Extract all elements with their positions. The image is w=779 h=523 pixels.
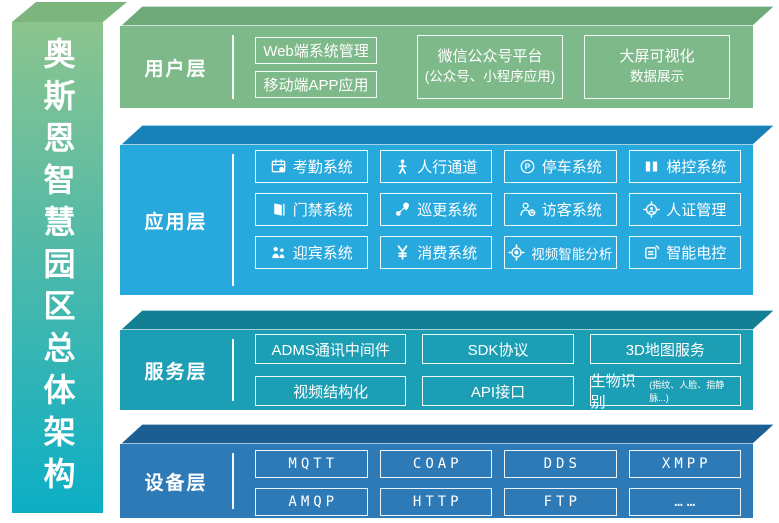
box-web-system: Web端系统管理 [255,36,377,64]
box-3d-map-service: 3D地图服务 [589,334,741,364]
box-protocol-dds: DDS [504,450,617,478]
box-protocol-coap: COAP [379,450,492,478]
label-divider [232,339,234,401]
layer-device-top-face [120,424,775,444]
box-video-analysis: 视频智能分析 [504,236,617,269]
svg-text:P: P [524,162,530,172]
box-id-verification: 人证管理 [628,193,741,226]
visitor-icon [520,202,536,217]
box-biometric-recognition: 生物识别 (指纹、人脸、指静脉...) [589,373,741,411]
box-attendance-system: 考勤系统 [255,150,368,183]
diagram-title: 奥斯恩智慧园区总体架构 [39,36,76,499]
box-access-control: 门禁系统 [255,193,368,226]
box-protocol-xmpp: XMPP [628,450,741,478]
layer-user-label: 用户层 [144,58,208,80]
box-welcome-system: 迎宾系统 [255,236,368,269]
yen-icon [397,245,408,260]
layer-service-top-face [120,310,775,330]
box-pedestrian-channel: 人行通道 [379,150,492,183]
smart-power-icon [645,245,660,259]
box-protocol-ftp: FTP [504,488,617,516]
patrol-route-icon [396,202,410,216]
box-video-structuring: 视频结构化 [255,376,407,406]
box-protocol-more: …… [628,488,741,516]
box-protocol-mqtt: MQTT [255,450,368,478]
box-protocol-http: HTTP [379,488,492,516]
sidebar-pillar: 奥斯恩智慧园区总体架构 [12,22,103,513]
attendance-calendar-icon [271,159,286,173]
welcome-people-icon [272,247,285,259]
box-parking-system: P 停车系统 [504,150,617,183]
layer-service-label: 服务层 [144,361,208,383]
box-big-screen: 大屏可视化 数据展示 [584,35,730,99]
label-divider [232,154,234,286]
video-focus-icon [508,244,525,261]
layer-application-top-face [120,125,775,145]
box-patrol-system: 巡更系统 [379,193,492,226]
access-door-icon [273,203,285,216]
box-sdk-protocol: SDK协议 [422,334,574,364]
box-elevator-control: 梯控系统 [628,150,741,183]
label-divider [232,453,234,509]
pillar-top-face [12,2,127,22]
box-wechat-platform: 微信公众号平台 (公众号、小程序应用) [417,35,563,99]
box-adms-middleware: ADMS通讯中间件 [255,334,407,364]
layer-application-label: 应用层 [144,211,208,233]
box-mobile-app: 移动端APP应用 [255,70,377,98]
parking-icon: P [520,159,535,174]
label-divider [232,35,234,99]
elevator-icon [646,161,658,172]
box-protocol-amqp: AMQP [255,488,368,516]
box-smart-power-control: 智能电控 [628,236,741,269]
layer-user-top-face [120,6,775,26]
box-api-interface: API接口 [422,376,574,406]
box-visitor-system: 访客系统 [504,193,617,226]
pedestrian-icon [398,159,407,174]
layer-device-label: 设备层 [144,472,208,494]
box-consumption-system: 消费系统 [379,236,492,269]
id-face-target-icon [643,201,661,218]
